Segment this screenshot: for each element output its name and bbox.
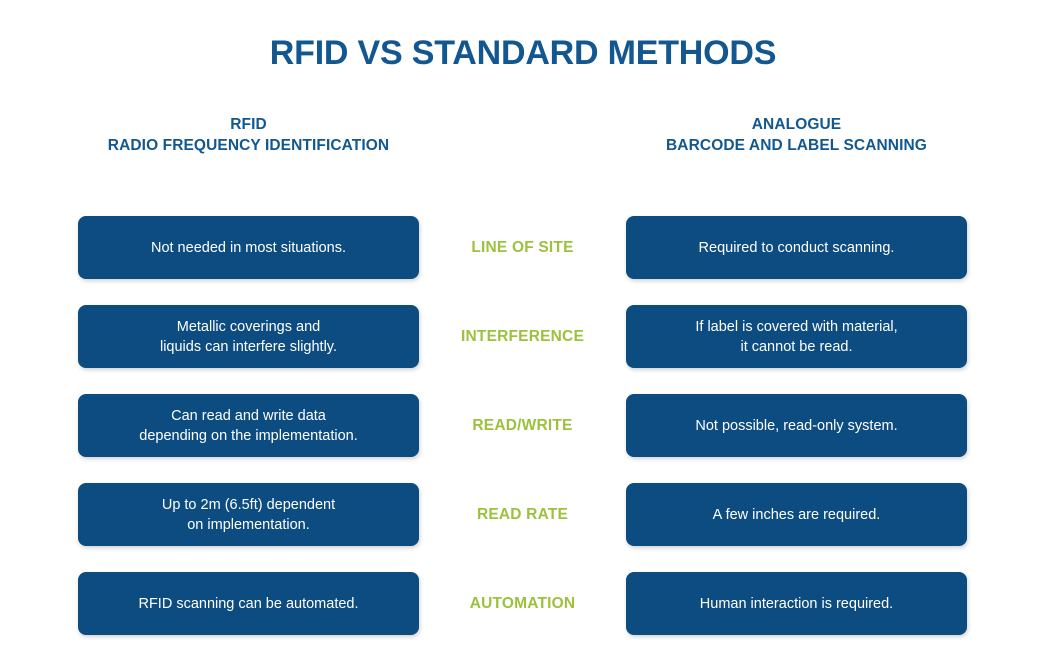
page-title: RFID VS STANDARD METHODS [269,34,777,72]
column-header-rfid-heading: RFID [230,116,267,133]
column-header-rfid: RFID RADIO FREQUENCY IDENTIFICATION [78,114,419,156]
analogue-cell-text: Required to conduct scanning. [698,239,895,256]
rfid-cell-text: Not needed in most situations. [150,239,347,256]
analogue-cell: Not possible, read-only system. [626,394,967,457]
column-header-analogue-subheading: BARCODE AND LABEL SCANNING [666,137,927,154]
column-header-analogue: ANALOGUE BARCODE AND LABEL SCANNING [626,114,967,156]
comparison-rows: Not needed in most situations. LINE OF S… [0,216,1046,635]
rfid-cell: Up to 2m (6.5ft) dependent on implementa… [78,483,419,546]
comparison-row: Metallic coverings and liquids can inter… [0,305,1046,368]
row-label: LINE OF SITE [471,238,574,256]
row-label: READ/WRITE [472,416,573,434]
comparison-row: Up to 2m (6.5ft) dependent on implementa… [0,483,1046,546]
rfid-cell: Not needed in most situations. [78,216,419,279]
analogue-cell: Required to conduct scanning. [626,216,967,279]
row-label: AUTOMATION [469,594,576,612]
comparison-row: RFID scanning can be automated. AUTOMATI… [0,572,1046,635]
analogue-cell: Human interaction is required. [626,572,967,635]
rfid-cell-text: Metallic coverings and liquids can inter… [159,318,338,355]
column-header-rfid-subheading: RADIO FREQUENCY IDENTIFICATION [107,137,390,154]
analogue-cell-text: A few inches are required. [712,506,881,523]
analogue-cell-text: Human interaction is required. [699,595,894,612]
analogue-cell-text: Not possible, read-only system. [695,417,898,434]
rfid-cell-text: RFID scanning can be automated. [138,595,359,612]
rfid-cell-text: Up to 2m (6.5ft) dependent on implementa… [161,496,336,533]
rfid-cell: Can read and write data depending on the… [78,394,419,457]
column-header-analogue-heading: ANALOGUE [751,116,842,133]
rfid-cell: Metallic coverings and liquids can inter… [78,305,419,368]
comparison-row: Can read and write data depending on the… [0,394,1046,457]
analogue-cell: A few inches are required. [626,483,967,546]
comparison-row: Not needed in most situations. LINE OF S… [0,216,1046,279]
analogue-cell: If label is covered with material, it ca… [626,305,967,368]
row-label: INTERFERENCE [461,327,584,345]
analogue-cell-text: If label is covered with material, it ca… [695,318,898,355]
rfid-cell: RFID scanning can be automated. [78,572,419,635]
rfid-cell-text: Can read and write data depending on the… [139,407,358,444]
row-label: READ RATE [476,505,569,523]
